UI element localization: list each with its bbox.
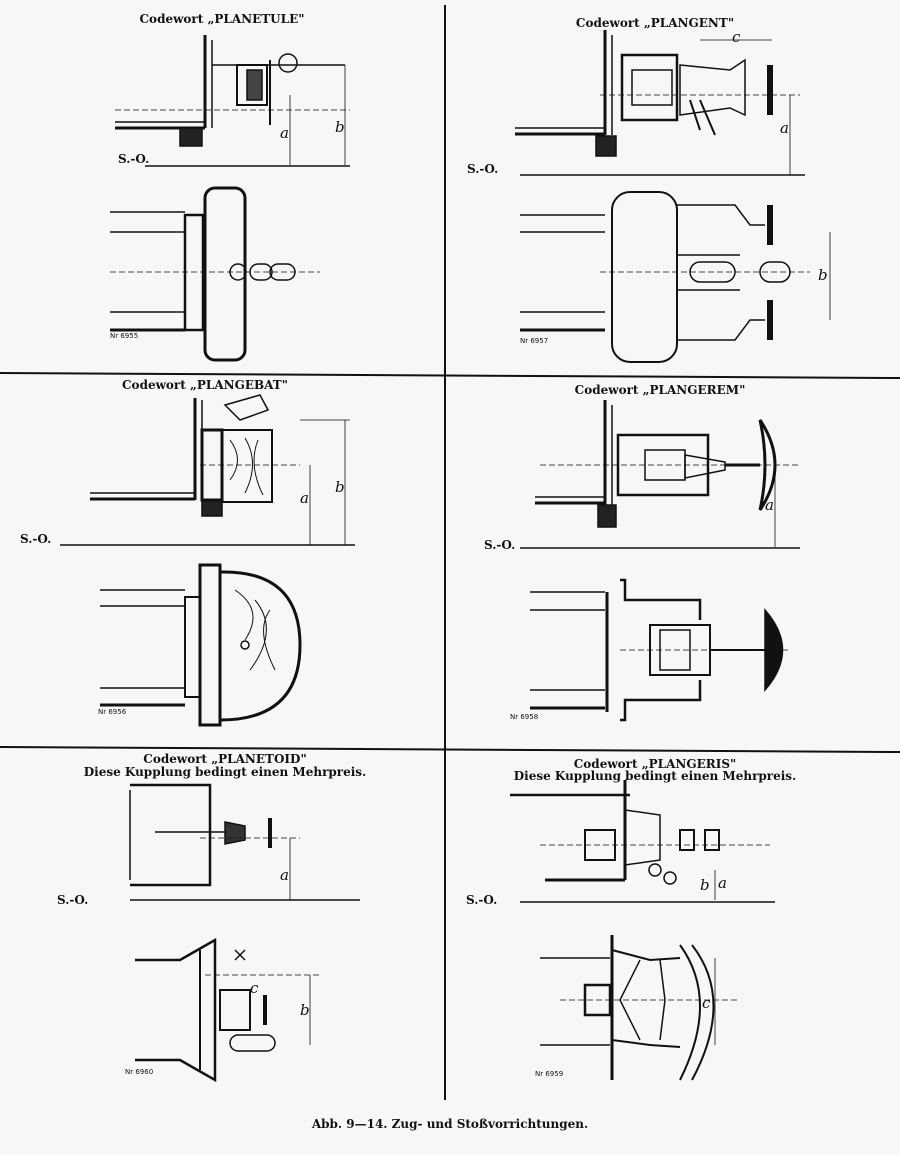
svg-text:a: a: [280, 866, 289, 884]
title-plangent: Codewort „PLANGENT": [575, 16, 735, 30]
drawing-number: Nr 6958: [510, 713, 539, 721]
dim-a: a: [280, 124, 289, 142]
svg-text:a: a: [780, 119, 789, 137]
svg-text:a: a: [718, 874, 727, 892]
svg-text:a: a: [300, 489, 309, 507]
title-planetule: Codewort „PLANETULE": [139, 12, 305, 26]
drawing-planetoid: [129, 783, 360, 1083]
svg-text:b: b: [335, 478, 345, 496]
svg-text:c: c: [250, 979, 259, 997]
svg-text:b: b: [700, 876, 710, 894]
drawing-plangent: [515, 30, 831, 363]
title-plangeris: Codewort „PLANGERIS": [573, 757, 737, 771]
svg-text:b: b: [335, 118, 345, 136]
svg-text:b: b: [818, 266, 828, 284]
figure-caption: Abb. 9—14. Zug- und Stoßvorrichtungen.: [311, 1117, 589, 1131]
svg-text:a: a: [765, 496, 774, 514]
so-label: S.-O.: [467, 162, 499, 176]
drawing-number: Nr 6959: [535, 1070, 564, 1078]
svg-text:c: c: [702, 994, 711, 1012]
so-label: S.-O.: [20, 532, 52, 546]
title-plangerem: Codewort „PLANGEREM": [574, 383, 746, 397]
drawing-number: Nr 6960: [125, 1068, 154, 1076]
note-plangeris: Diese Kupplung bedingt einen Mehrpreis.: [513, 769, 797, 783]
drawing-number: Nr 6955: [110, 332, 139, 340]
panel-dividers: [0, 5, 900, 1100]
drawing-number: Nr 6956: [98, 708, 127, 716]
title-planetoid: Codewort „PLANETOID": [143, 752, 307, 766]
drawing-planetule: [110, 35, 350, 362]
drawing-plangeris: [510, 780, 775, 1081]
drawing-plangerem: [520, 400, 800, 722]
svg-text:c: c: [732, 28, 741, 46]
title-plangebat: Codewort „PLANGEBAT": [122, 378, 288, 392]
so-label: S.-O.: [57, 893, 89, 907]
svg-text:b: b: [300, 1001, 310, 1019]
drawing-number: Nr 6957: [520, 337, 549, 345]
so-label: S.-O.: [118, 152, 150, 166]
drawing-plangebat: [60, 394, 355, 727]
so-label: S.-O.: [484, 538, 516, 552]
note-planetoid: Diese Kupplung bedingt einen Mehrpreis.: [83, 765, 367, 779]
so-label: S.-O.: [466, 893, 498, 907]
